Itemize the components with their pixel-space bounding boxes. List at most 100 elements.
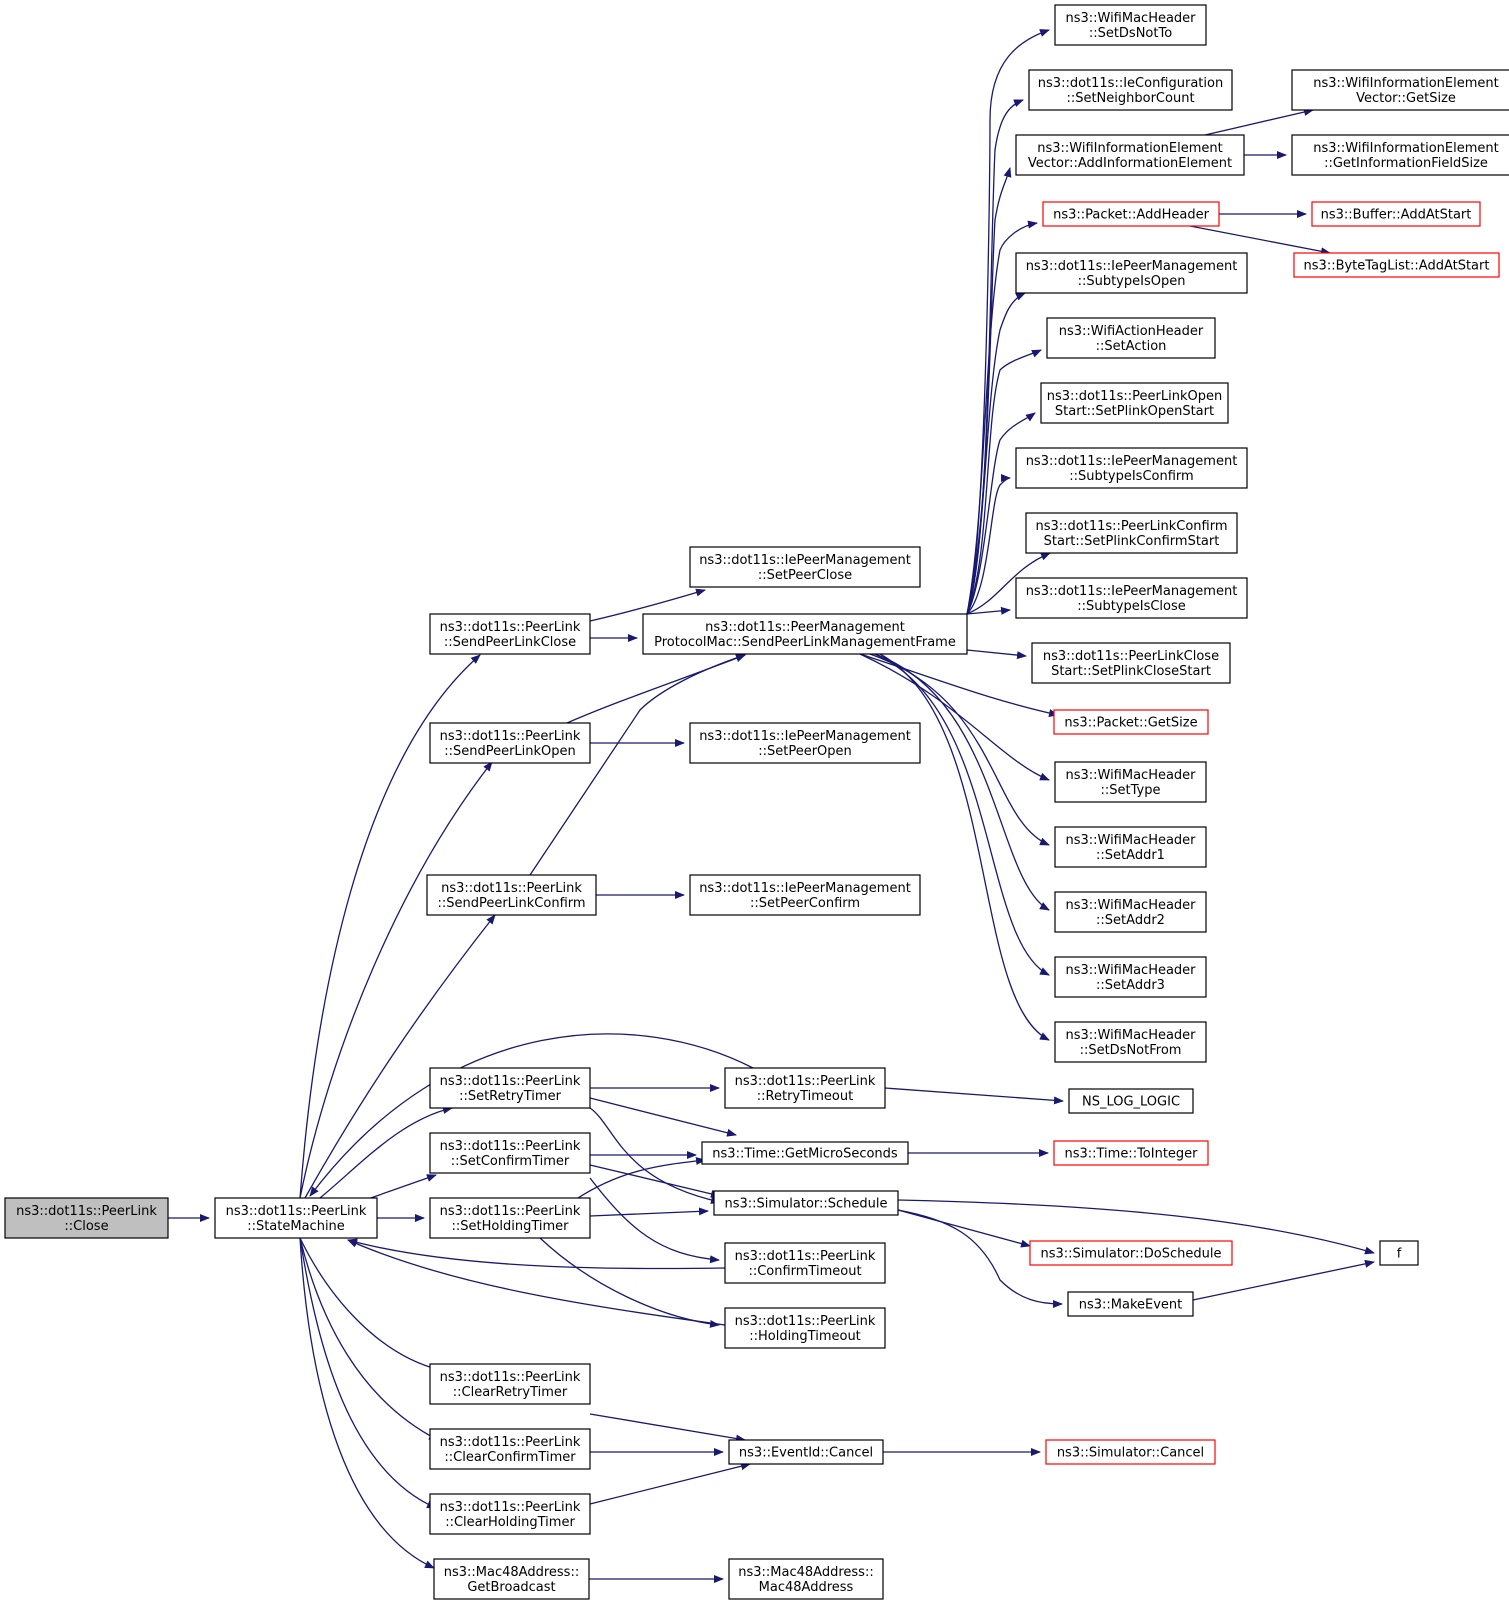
node-confirmtimeout[interactable]: ns3::dot11s::PeerLink::ConfirmTimeout [724, 1242, 886, 1284]
call-arrow [966, 649, 1027, 660]
node-sendconfirm[interactable]: ns3::dot11s::PeerLink::SendPeerLinkConfi… [426, 874, 597, 916]
node-simcancel[interactable]: ns3::Simulator::Cancel [1045, 1439, 1216, 1465]
node-label: ns3::WifiMacHeader [1065, 833, 1196, 848]
node-vecgetsize[interactable]: ns3::WifiInformationElementVector::GetSi… [1291, 69, 1509, 111]
node-addinfo[interactable]: ns3::WifiInformationElementVector::AddIn… [1015, 134, 1245, 176]
node-box [429, 1493, 591, 1535]
node-eventcancel[interactable]: ns3::EventId::Cancel [728, 1439, 884, 1465]
node-bytetagaddatstart[interactable]: ns3::ByteTagList::AddAtStart [1293, 252, 1500, 278]
node-close[interactable]: ns3::dot11s::PeerLink::Close [4, 1197, 169, 1239]
node-getinfosize[interactable]: ns3::WifiInformationElement::GetInformat… [1291, 134, 1509, 176]
node-label: ns3::dot11s::PeerLink [440, 1370, 581, 1385]
node-setpeerclose[interactable]: ns3::dot11s::IePeerManagement::SetPeerCl… [689, 546, 921, 588]
call-arrow [1189, 225, 1331, 256]
node-mac48ctor[interactable]: ns3::Mac48Address::Mac48Address [728, 1558, 884, 1600]
node-doschedule[interactable]: ns3::Simulator::DoSchedule [1029, 1240, 1233, 1266]
node-getbroadcast[interactable]: ns3::Mac48Address::GetBroadcast [433, 1558, 590, 1600]
node-settype[interactable]: ns3::WifiMacHeader::SetType [1054, 761, 1207, 803]
call-edges [163, 29, 1375, 1583]
node-label: Start::SetPlinkOpenStart [1055, 404, 1214, 419]
node-setpeeropen[interactable]: ns3::dot11s::IePeerManagement::SetPeerOp… [689, 722, 921, 764]
call-arrow [966, 606, 1011, 615]
call-arrow [347, 1238, 726, 1270]
node-makeevent[interactable]: ns3::MakeEvent [1067, 1291, 1194, 1317]
node-sendmgmt[interactable]: ns3::dot11s::PeerManagementProtocolMac::… [642, 613, 968, 655]
node-f[interactable]: f [1379, 1240, 1419, 1266]
node-label: ns3::Packet::GetSize [1064, 716, 1197, 731]
node-subtypeclose[interactable]: ns3::dot11s::IePeerManagement::SubtypeIs… [1015, 577, 1248, 619]
node-label: ns3::dot11s::PeerLinkClose [1043, 649, 1219, 664]
call-arrow [364, 1174, 437, 1201]
node-sendopen[interactable]: ns3::dot11s::PeerLink::SendPeerLinkOpen [429, 722, 591, 764]
call-arrow [859, 653, 1059, 717]
call-edge [299, 1237, 439, 1441]
node-setholding[interactable]: ns3::dot11s::PeerLink::SetHoldingTimer [429, 1197, 591, 1239]
node-box [1028, 69, 1233, 111]
node-setaddr3[interactable]: ns3::WifiMacHeader::SetAddr3 [1054, 956, 1207, 998]
call-arrow [966, 167, 1012, 615]
node-label: ns3::Time::ToInteger [1064, 1147, 1198, 1162]
node-plinkclose[interactable]: ns3::dot11s::PeerLinkCloseStart::SetPlin… [1031, 642, 1231, 684]
call-arrow [966, 474, 1011, 615]
node-packetgetsize[interactable]: ns3::Packet::GetSize [1053, 709, 1209, 735]
node-clearretry[interactable]: ns3::dot11s::PeerLink::ClearRetryTimer [429, 1363, 591, 1405]
node-addheader[interactable]: ns3::Packet::AddHeader [1042, 201, 1220, 227]
call-arrow [589, 1107, 721, 1204]
node-subtypeopen[interactable]: ns3::dot11s::IePeerManagement::SubtypeIs… [1015, 252, 1248, 294]
node-label: ns3::dot11s::IePeerManagement [1026, 584, 1238, 599]
node-box [1379, 1240, 1419, 1266]
node-subtypeconfirm[interactable]: ns3::dot11s::IePeerManagement::SubtypeIs… [1015, 447, 1248, 489]
node-clearholding[interactable]: ns3::dot11s::PeerLink::ClearHoldingTimer [429, 1493, 591, 1535]
node-bufferaddatstart[interactable]: ns3::Buffer::AddAtStart [1311, 201, 1481, 227]
node-label: ns3::Buffer::AddAtStart [1321, 208, 1472, 223]
node-box [433, 1558, 590, 1600]
node-box [689, 546, 921, 588]
node-label: ::ClearConfirmTimer [444, 1450, 576, 1465]
node-label: f [1397, 1247, 1402, 1262]
node-box [429, 1067, 591, 1109]
node-label: ns3::Mac48Address:: [738, 1565, 873, 1580]
node-sendclose[interactable]: ns3::dot11s::PeerLink::SendPeerLinkClose [429, 613, 591, 655]
node-box [1042, 201, 1220, 227]
node-nsloglogic[interactable]: NS_LOG_LOGIC [1068, 1088, 1194, 1114]
node-clearconfirm[interactable]: ns3::dot11s::PeerLink::ClearConfirmTimer [429, 1428, 591, 1470]
node-box [214, 1197, 378, 1239]
node-label: Vector::AddInformationElement [1028, 156, 1232, 171]
node-plinkconfirm[interactable]: ns3::dot11s::PeerLinkConfirmStart::SetPl… [1025, 512, 1238, 554]
node-statemachine[interactable]: ns3::dot11s::PeerLink::StateMachine [214, 1197, 378, 1239]
node-setaddr2[interactable]: ns3::WifiMacHeader::SetAddr2 [1054, 891, 1207, 933]
node-label: ns3::WifiMacHeader [1065, 768, 1196, 783]
call-edge [1192, 1259, 1375, 1301]
node-box [429, 722, 591, 764]
node-plinkopen[interactable]: ns3::dot11s::PeerLinkOpenStart::SetPlink… [1040, 382, 1229, 424]
node-getmicro[interactable]: ns3::Time::GetMicroSeconds [701, 1141, 909, 1165]
node-box [429, 613, 591, 655]
node-setdsnotto[interactable]: ns3::WifiMacHeader::SetDsNotTo [1054, 4, 1207, 46]
node-label: ::SendPeerLinkOpen [444, 744, 576, 759]
node-label: ::SetAction [1096, 339, 1167, 354]
node-box [642, 613, 968, 655]
node-label: ns3::WifiMacHeader [1065, 1028, 1196, 1043]
node-label: ::SetAddr2 [1096, 913, 1165, 928]
node-label: ::ClearRetryTimer [453, 1385, 568, 1400]
node-label: ::SetPeerClose [758, 568, 852, 583]
node-setconfirm[interactable]: ns3::dot11s::PeerLink::SetConfirmTimer [429, 1132, 591, 1174]
node-setneighbor[interactable]: ns3::dot11s::IeConfiguration::SetNeighbo… [1028, 69, 1233, 111]
node-retrytimeout[interactable]: ns3::dot11s::PeerLink::RetryTimeout [724, 1067, 886, 1109]
node-schedule[interactable]: ns3::Simulator::Schedule [713, 1190, 899, 1216]
node-label: ns3::WifiMacHeader [1065, 963, 1196, 978]
call-edge [364, 1174, 437, 1201]
node-setaction[interactable]: ns3::WifiActionHeader::SetAction [1046, 317, 1216, 359]
call-arrow [897, 1209, 1063, 1308]
node-label: ::StateMachine [247, 1219, 345, 1234]
node-label: ns3::dot11s::PeerLinkOpen [1047, 389, 1222, 404]
node-setretry[interactable]: ns3::dot11s::PeerLink::SetRetryTimer [429, 1067, 591, 1109]
call-arrow [539, 1237, 720, 1328]
node-label: ::SetAddr3 [1096, 978, 1165, 993]
node-setdsnotfrom[interactable]: ns3::WifiMacHeader::SetDsNotFrom [1054, 1021, 1207, 1063]
node-tointeger[interactable]: ns3::Time::ToInteger [1053, 1140, 1209, 1166]
node-label: ns3::MakeEvent [1079, 1298, 1183, 1313]
node-setpeerconfirm[interactable]: ns3::dot11s::IePeerManagement::SetPeerCo… [689, 874, 921, 916]
node-holdingtimeout[interactable]: ns3::dot11s::PeerLink::HoldingTimeout [724, 1307, 886, 1349]
node-setaddr1[interactable]: ns3::WifiMacHeader::SetAddr1 [1054, 826, 1207, 868]
